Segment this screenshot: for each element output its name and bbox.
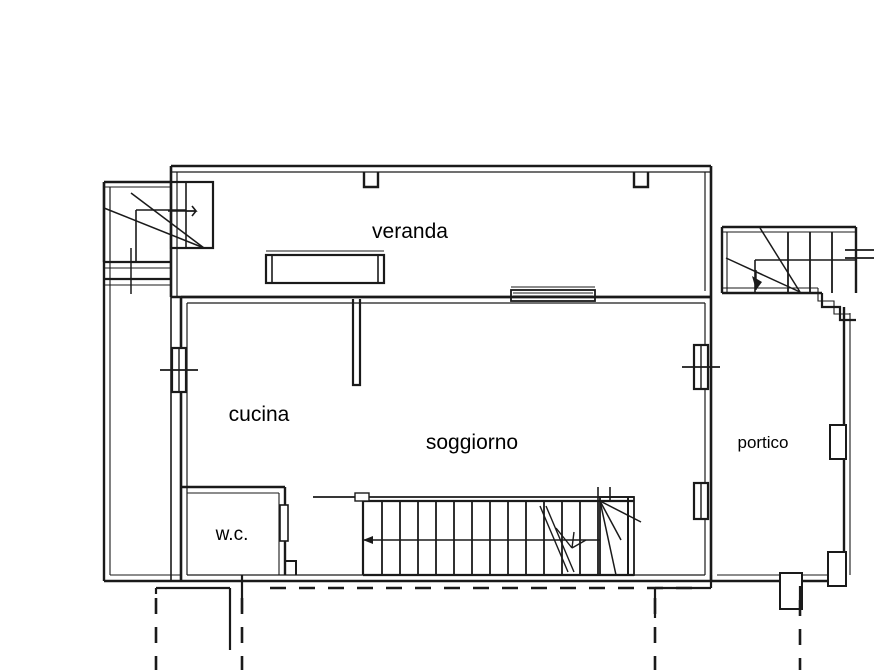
plan-geometry bbox=[102, 164, 874, 670]
room-label-portico: portico bbox=[737, 433, 788, 452]
scala-esterna-destra bbox=[720, 225, 874, 295]
wc-walls bbox=[181, 485, 297, 575]
finestra-veranda-sud bbox=[264, 250, 386, 285]
portico-walls bbox=[711, 288, 856, 610]
room-label-wc: w.c. bbox=[215, 524, 249, 545]
apertura-est-portico bbox=[692, 481, 710, 521]
linee-proiezione bbox=[154, 575, 802, 650]
room-label-cucina: cucina bbox=[229, 403, 290, 426]
tramezzo-cucina-soggiorno bbox=[351, 299, 362, 387]
pilastro-veranda-2 bbox=[632, 172, 650, 189]
muri-corpo-principale bbox=[179, 295, 713, 583]
muro-esterno-ovest bbox=[102, 182, 181, 583]
pilastro-veranda-1 bbox=[362, 172, 380, 189]
finestra-soggiorno-est bbox=[682, 343, 720, 391]
finestra-cucina-ovest bbox=[160, 346, 198, 394]
porta-scala-destra bbox=[597, 487, 642, 576]
room-label-soggiorno: soggiorno bbox=[426, 431, 518, 454]
scala-interna bbox=[313, 492, 634, 577]
room-label-veranda: veranda bbox=[372, 220, 448, 243]
